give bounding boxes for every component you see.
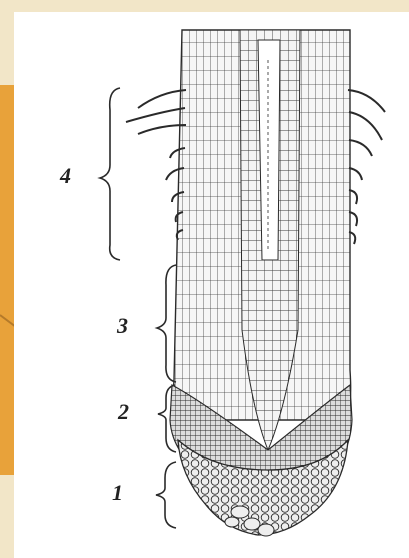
zone-label-2: 2 [118, 401, 129, 423]
bracket-zone-1 [156, 462, 176, 528]
zone-brackets [100, 88, 176, 528]
bracket-zone-3 [157, 265, 176, 382]
zone-label-4: 4 [60, 165, 71, 187]
central-strand [258, 40, 280, 260]
bracket-zone-4 [100, 88, 120, 260]
zone-label-3: 3 [117, 315, 128, 337]
zone-label-1: 1 [112, 482, 123, 504]
root-hairs-left [126, 90, 186, 240]
root-hairs-right [348, 90, 385, 244]
